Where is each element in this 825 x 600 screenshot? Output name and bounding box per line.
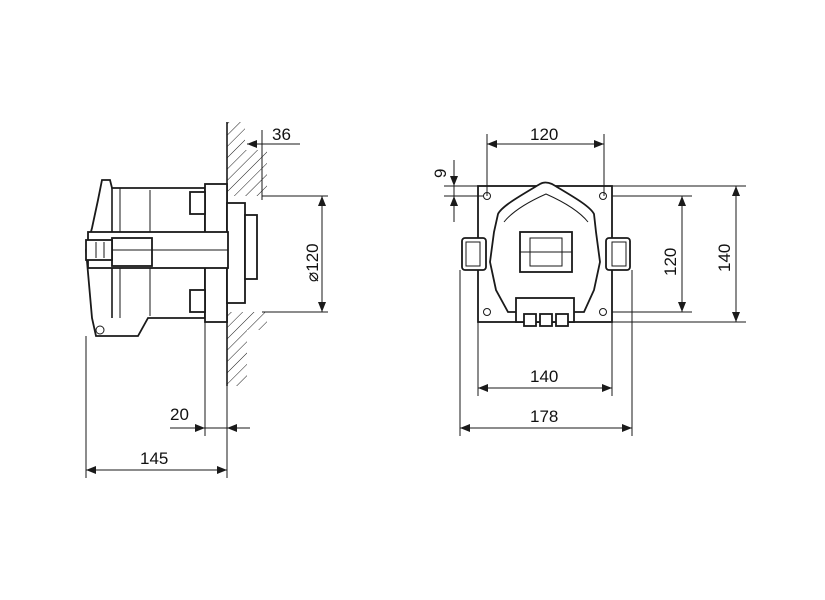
front-dimension-lines [444, 134, 746, 436]
device-body-side [85, 179, 258, 337]
device-body-front [461, 181, 631, 327]
dim-outer-height-label: 140 [715, 244, 734, 272]
side-dimension-lines [85, 130, 328, 478]
dim-diameter-label: ⌀120 [303, 243, 322, 282]
dim-small-label: 9 [431, 169, 450, 178]
dim-flange-label: 20 [170, 405, 189, 424]
dim-depth-label: 145 [140, 449, 168, 468]
dim-bottom-width-label: 140 [530, 367, 558, 386]
dim-wall-offset-label: 36 [272, 125, 291, 144]
dim-inner-height-label: 120 [661, 248, 680, 276]
dim-overall-width-label: 178 [530, 407, 558, 426]
front-view: 120 9 120 140 140 178 [431, 125, 746, 436]
side-view: 36 ⌀120 20 145 [85, 122, 328, 478]
dim-top-width-label: 120 [530, 125, 558, 144]
